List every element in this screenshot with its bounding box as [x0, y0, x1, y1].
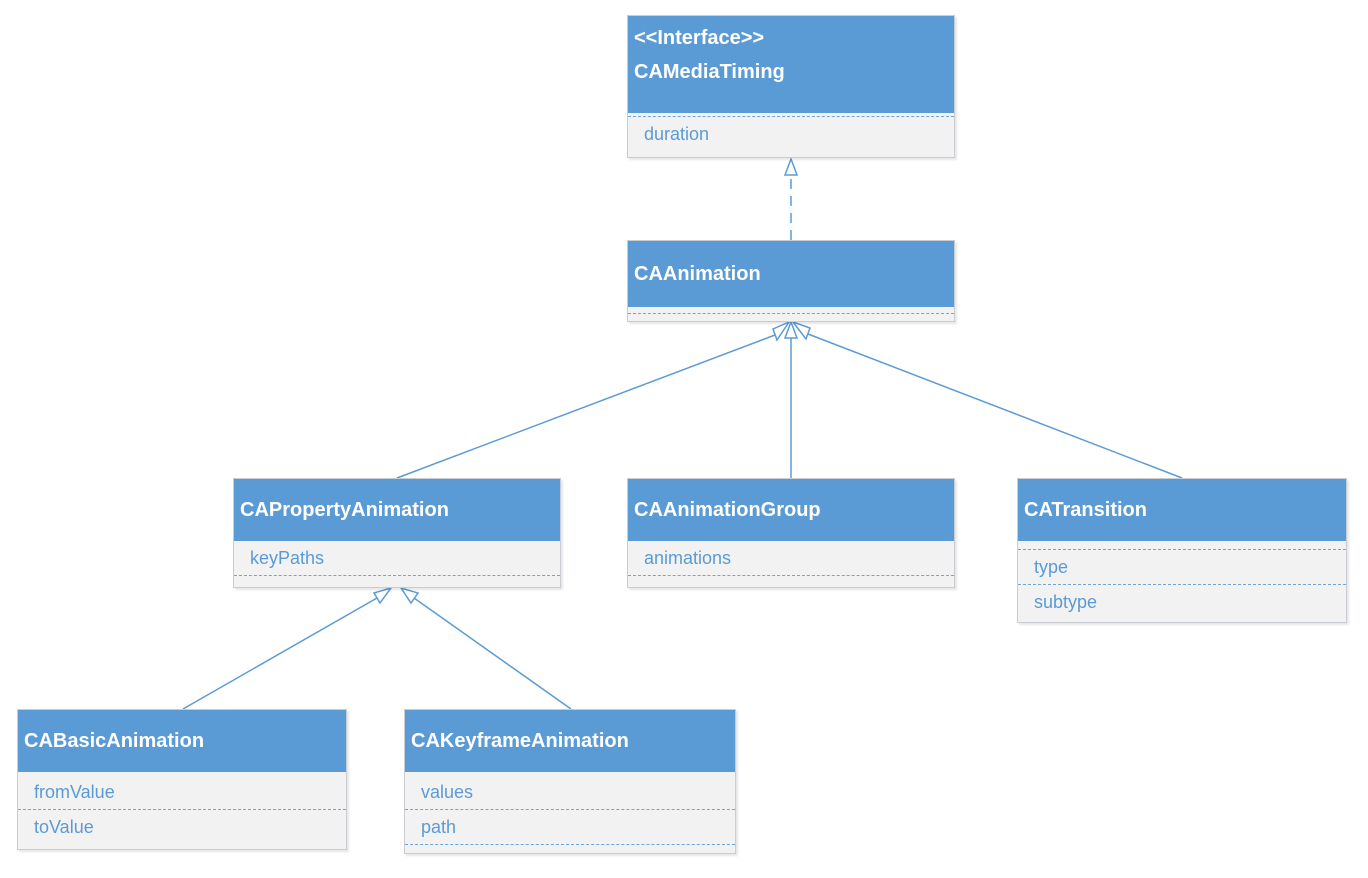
attribute: fromValue [34, 782, 115, 802]
class-attributes: keyPaths [234, 541, 560, 581]
generalization-arrowhead [372, 586, 393, 605]
class-attributes [628, 307, 954, 319]
class-cakeyframeanimation: CAKeyframeAnimation values path [404, 709, 736, 854]
class-name: CAAnimation [634, 263, 761, 285]
realization-arrowhead [783, 156, 799, 176]
class-caanimation: CAAnimation [627, 240, 955, 322]
class-attributes: duration [628, 113, 954, 151]
class-stereotype: <<Interface>> [634, 27, 765, 49]
class-cabasicanimation: CABasicAnimation fromValue toValue [17, 709, 347, 850]
attribute-separator [405, 844, 735, 850]
class-header: CAAnimation [628, 241, 954, 307]
class-header: CABasicAnimation [18, 710, 346, 772]
attribute: keyPaths [250, 548, 325, 568]
class-header: CAPropertyAnimation [234, 479, 560, 541]
class-header: <<Interface>> CAMediaTiming [628, 16, 954, 113]
class-name: CAPropertyAnimation [240, 499, 449, 521]
class-header: CATransition [1018, 479, 1346, 541]
class-name: CAAnimationGroup [634, 499, 821, 521]
generalization-arrowhead [783, 319, 799, 339]
class-attributes: fromValue toValue [18, 772, 346, 844]
generalization-line-cakeyframeanimation-capropertyanimation [413, 597, 572, 710]
class-name: CATransition [1024, 499, 1147, 521]
class-name: CAMediaTiming [634, 61, 785, 83]
class-catransition: CATransition type subtype [1017, 478, 1347, 623]
generalization-arrowhead [772, 320, 792, 342]
attribute: path [405, 809, 735, 844]
attribute: duration [628, 116, 954, 151]
class-attributes: animations [628, 541, 954, 581]
attribute: animations [644, 548, 732, 568]
generalization-line-cabasicanimation-capropertyanimation [182, 597, 378, 710]
generalization-arrowhead [790, 320, 811, 341]
attribute: subtype [1018, 584, 1346, 619]
class-name: CAKeyframeAnimation [411, 730, 629, 752]
class-header: CAAnimationGroup [628, 479, 954, 541]
class-attributes: values path [405, 772, 735, 850]
class-capropertyanimation: CAPropertyAnimation keyPaths [233, 478, 561, 588]
attribute: toValue [18, 809, 346, 844]
generalization-arrowhead [399, 586, 420, 605]
attribute-separator [628, 313, 954, 319]
class-camediatiming: <<Interface>> CAMediaTiming duration [627, 15, 955, 158]
class-attributes: type subtype [1018, 541, 1346, 619]
class-name: CABasicAnimation [24, 730, 205, 752]
attribute: values [421, 782, 474, 802]
attribute-separator [234, 575, 560, 581]
attribute-separator [628, 575, 954, 581]
generalization-line-capropertyanimation-caanimation [396, 334, 776, 479]
attribute: type [1018, 549, 1346, 584]
class-header: CAKeyframeAnimation [405, 710, 735, 772]
class-caanimationgroup: CAAnimationGroup animations [627, 478, 955, 588]
generalization-line-catransition-caanimation [807, 333, 1183, 479]
